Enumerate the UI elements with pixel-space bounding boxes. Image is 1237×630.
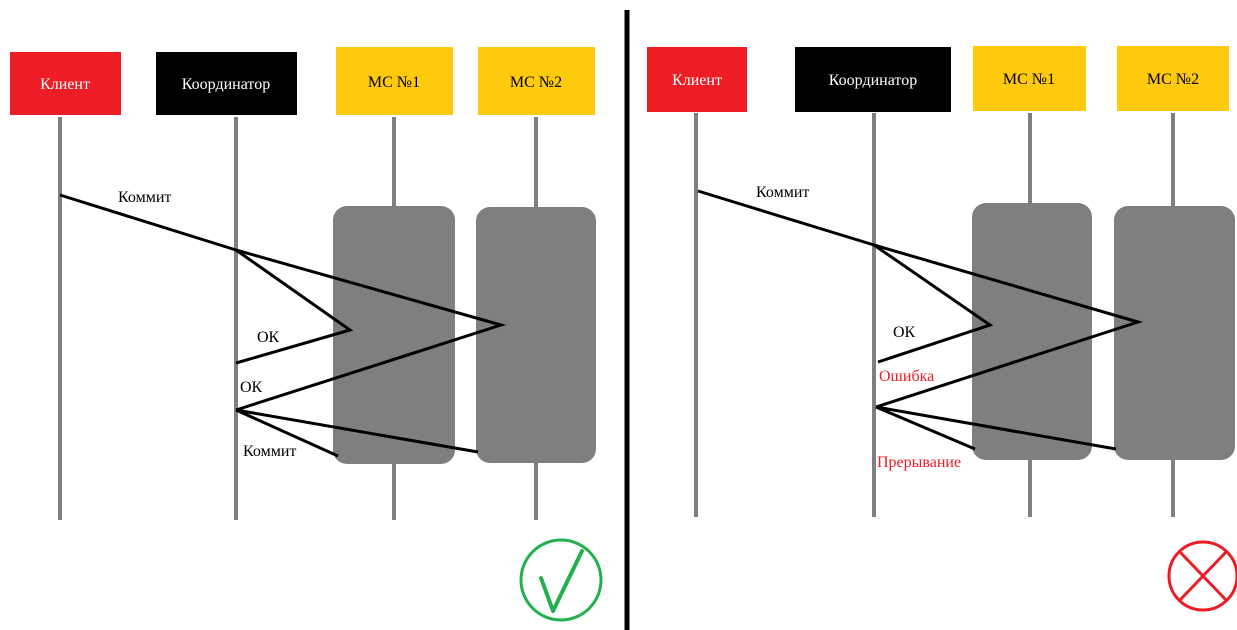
right-abort-ms2 (875, 405, 1117, 451)
cross-circle-icon (1167, 540, 1237, 612)
left-coordinator-label: Координатор (182, 76, 270, 93)
left-client-header (10, 52, 121, 115)
right-commit-message (697, 189, 875, 247)
right-abort-label: Прерывание (877, 454, 961, 471)
right-client-header (647, 47, 747, 112)
left-client-label: Клиент (40, 76, 90, 93)
right-ms2-label: МС №2 (1147, 71, 1199, 88)
right-error-label: Ошибка (879, 368, 934, 385)
right-ms1-activation (972, 203, 1092, 460)
check-circle-icon (519, 538, 603, 622)
right-ms2-header (1117, 46, 1229, 111)
left-commit-final-label: Коммит (243, 443, 296, 460)
left-ms1-header (336, 47, 453, 115)
left-prepare-ms2 (235, 248, 507, 412)
left-commit-message (59, 193, 237, 252)
right-coordinator-header (795, 47, 951, 112)
right-ms1-label: МС №1 (1003, 71, 1055, 88)
right-client-label: Клиент (672, 72, 722, 89)
left-panel: Клиент Координатор МС №1 МС №2 Коммит ОК… (10, 47, 603, 622)
left-commit-ms1 (235, 408, 339, 458)
right-prepare-ms2 (873, 243, 1144, 409)
left-commit-ms2 (235, 408, 479, 454)
right-panel: Клиент Координатор МС №1 МС №2 Коммит ОК… (647, 46, 1237, 612)
left-ok2-label: ОК (240, 379, 263, 396)
left-prepare-ms1 (235, 248, 354, 365)
right-coordinator-label: Координатор (829, 72, 917, 89)
left-ms2-activation (476, 207, 596, 463)
left-commit-label: Коммит (118, 189, 171, 206)
left-ms1-activation (333, 206, 455, 464)
left-ok1-label: ОК (257, 329, 280, 346)
right-prepare-ms1 (873, 243, 994, 364)
left-coordinator-header (156, 52, 297, 115)
left-ms1-label: МС №1 (368, 74, 420, 91)
left-ms2-label: МС №2 (510, 74, 562, 91)
right-ok-label: ОК (893, 324, 916, 341)
right-ms1-header (973, 46, 1086, 111)
right-commit-label: Коммит (756, 184, 809, 201)
left-ms2-header (478, 47, 595, 115)
right-abort-ms1 (875, 405, 976, 451)
right-ms2-activation (1114, 206, 1235, 460)
